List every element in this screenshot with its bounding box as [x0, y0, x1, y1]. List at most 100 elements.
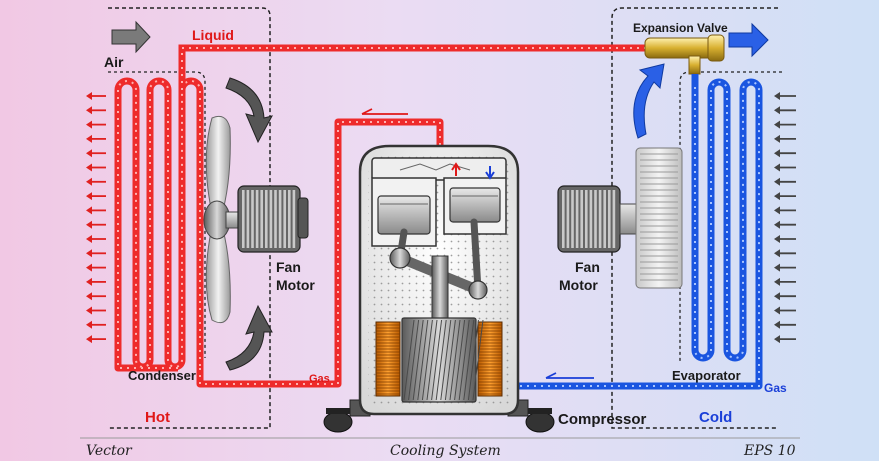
cold-label: Cold	[699, 409, 732, 426]
hot-air-arrow	[86, 177, 106, 186]
exhaust-valve-arrow	[485, 166, 495, 180]
air-intake-arrow	[774, 106, 796, 115]
hot-air-arrow	[86, 235, 106, 243]
expansion-valve-label: Expansion Valve	[633, 21, 728, 35]
motor-fin	[580, 190, 583, 248]
rotor-line	[444, 319, 456, 401]
fan-label-right: Fan	[575, 259, 600, 275]
motor-fin	[260, 190, 263, 248]
condenser-inner-box	[108, 71, 206, 358]
air-intake-arrow	[774, 134, 796, 143]
motor-fin	[562, 190, 565, 248]
expansion-valve	[644, 34, 725, 82]
hot-air-arrow	[86, 120, 106, 129]
motor-fin	[608, 190, 611, 248]
motor-label-left: Motor	[276, 277, 315, 293]
rotor-line	[472, 319, 484, 401]
air-intake-arrow	[774, 249, 796, 258]
motor-fin	[255, 190, 259, 248]
rotor-line	[408, 319, 420, 401]
condenser-fan	[203, 115, 241, 324]
rotor-line	[463, 319, 475, 401]
hot-air-arrow	[86, 292, 106, 301]
air-intake-arrow	[774, 277, 796, 286]
motor-fin	[589, 190, 593, 248]
gas-label-left: Gas	[309, 373, 330, 385]
compressor-label: Compressor	[558, 411, 647, 428]
motor-fin	[292, 190, 296, 248]
air-intake-arrow	[774, 263, 796, 272]
condenser-label: Condenser	[128, 368, 196, 383]
evaporator-enclosure	[611, 7, 778, 429]
air-intake-arrow	[774, 292, 796, 301]
rotor-line	[403, 319, 415, 401]
air-intake-arrow	[774, 120, 796, 129]
rotor-line	[426, 319, 438, 401]
air-intake-arrow	[774, 92, 796, 100]
hot-air-arrow	[86, 335, 106, 344]
air-intake-arrow	[774, 235, 796, 243]
hot-air-arrow	[86, 106, 106, 115]
hot-air-arrow	[86, 277, 106, 286]
air-direction-arrow	[111, 20, 151, 54]
hot-air-arrow	[86, 134, 106, 143]
rotor-line	[467, 319, 479, 401]
evaporator-blower	[635, 147, 683, 289]
intake-valve-arrow	[451, 162, 461, 176]
refrigerant-up-arrow	[633, 63, 665, 139]
motor-fin	[242, 190, 245, 248]
hot-air-arrow	[86, 249, 106, 258]
air-intake-arrow	[774, 192, 796, 201]
air-intake-arrow	[774, 320, 796, 329]
evaporator-fan-motor	[557, 185, 639, 253]
evaporator-coil	[691, 78, 763, 362]
hot-air-arrows	[86, 92, 106, 344]
motor-fin	[571, 190, 574, 248]
piston-left	[377, 195, 431, 235]
motor-fin	[566, 190, 570, 248]
hot-gas-line	[196, 108, 444, 388]
air-intake-arrow	[774, 149, 796, 158]
compressor	[323, 144, 555, 433]
motor-fin	[269, 190, 273, 248]
hot-air-arrow	[86, 263, 106, 272]
motor-fin	[594, 190, 597, 248]
hot-air-arrow	[86, 149, 106, 158]
motor-fin	[283, 190, 286, 248]
rotor-line	[458, 319, 470, 401]
evaporator-label: Evaporator	[672, 368, 741, 383]
hot-air-arrow	[86, 163, 106, 172]
rotor-line	[431, 319, 443, 401]
motor-fin	[575, 190, 579, 248]
air-intake-arrow	[774, 335, 796, 344]
rotor-line	[417, 319, 429, 401]
footer-left: Vector	[86, 443, 133, 459]
footer-right: EPS 10	[743, 443, 796, 459]
air-flow-arrow-bottom	[225, 304, 273, 371]
hot-air-arrow	[86, 92, 106, 100]
motor-fin	[585, 190, 588, 248]
air-intake-arrow	[774, 306, 796, 315]
motor-fin	[274, 190, 277, 248]
air-intake-arrow	[774, 177, 796, 186]
refrigerant-out-arrow	[728, 22, 769, 58]
motor-fin	[251, 190, 254, 248]
motor-fin	[278, 190, 282, 248]
rotor-line	[412, 319, 424, 401]
rotor-line	[435, 319, 447, 401]
motor-fin	[603, 190, 606, 248]
hot-air-arrow	[86, 306, 106, 315]
motor-fin	[246, 190, 250, 248]
air-intake-arrow	[774, 163, 796, 172]
hot-air-arrow	[86, 320, 106, 329]
condenser-fan-motor	[237, 185, 309, 253]
hot-air-arrow	[86, 206, 106, 215]
gas-label-right: Gas	[764, 381, 787, 395]
cold-gas-line	[516, 350, 763, 390]
air-intake-arrow	[774, 220, 796, 229]
air-intake-arrows	[774, 92, 796, 344]
hot-air-arrow	[86, 192, 106, 201]
hot-air-arrow	[86, 220, 106, 229]
